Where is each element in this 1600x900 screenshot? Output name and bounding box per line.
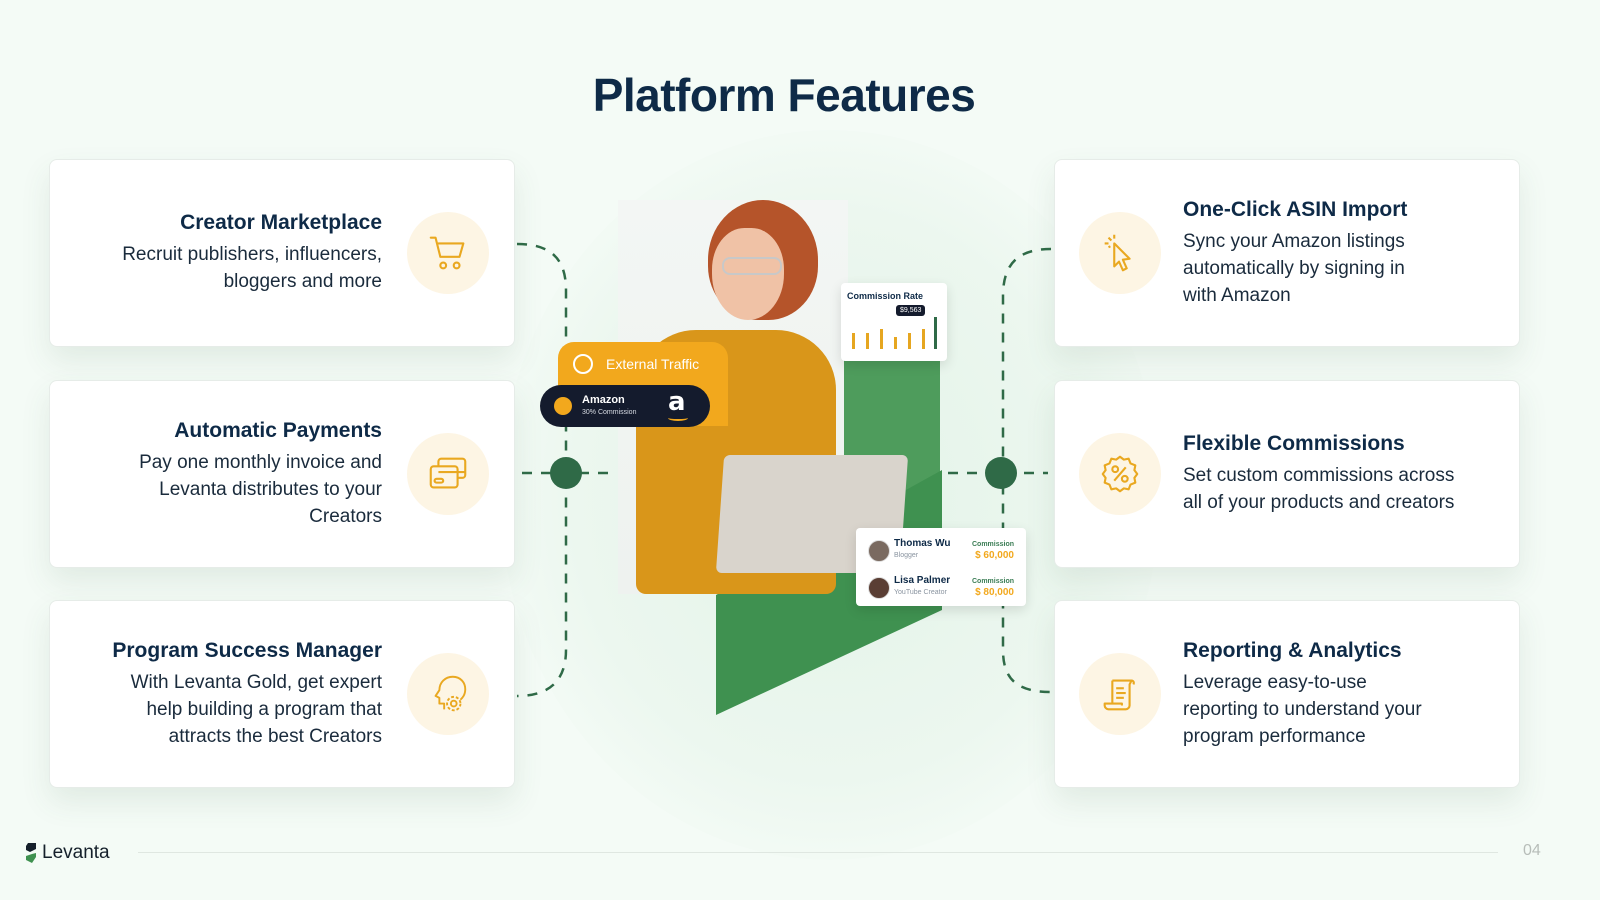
- creator-row: Lisa Palmer YouTube Creator Commission $…: [856, 567, 1026, 603]
- mini-bar: [866, 333, 869, 349]
- feature-card-creator-marketplace: Creator Marketplace Recruit publishers, …: [49, 159, 515, 347]
- percent-badge-icon: [1079, 433, 1161, 515]
- traffic-label: External Traffic: [606, 356, 700, 372]
- credit-cards-icon: [407, 433, 489, 515]
- creator-role: Blogger: [894, 552, 919, 559]
- commission-label: Commission: [971, 541, 1014, 548]
- commission-label: Commission: [971, 578, 1014, 585]
- feature-title: One-Click ASIN Import: [1183, 197, 1408, 221]
- cursor-click-icon: [1079, 212, 1161, 294]
- commission-amount: $ 60,000: [975, 550, 1014, 561]
- amazon-name: Amazon: [582, 394, 625, 406]
- avatar: [868, 577, 890, 599]
- amazon-logo-icon: a: [668, 387, 686, 417]
- commission-amount: $ 80,000: [975, 587, 1014, 598]
- feature-title: Creator Marketplace: [180, 211, 382, 234]
- feature-card-reporting-analytics: Reporting & Analytics Leverage easy-to-u…: [1054, 600, 1520, 788]
- levanta-logo: Levanta: [24, 842, 110, 864]
- shopping-cart-icon: [407, 212, 489, 294]
- person-glasses: [722, 257, 782, 275]
- feature-title: Program Success Manager: [112, 638, 382, 662]
- head-gear-icon: [407, 653, 489, 735]
- avatar: [868, 540, 890, 562]
- commission-rate-title: Commission Rate: [847, 291, 924, 301]
- feature-card-asin-import: One-Click ASIN Import Sync your Amazon l…: [1054, 159, 1520, 347]
- mini-bar: [880, 329, 883, 349]
- mini-bar: [852, 333, 855, 349]
- feature-title: Reporting & Analytics: [1183, 638, 1402, 662]
- footer-divider: [138, 852, 1498, 853]
- brand-name: Levanta: [42, 842, 110, 863]
- feature-title: Flexible Commissions: [1183, 432, 1405, 455]
- report-scroll-icon: [1079, 653, 1161, 735]
- mini-bar-highlight: [934, 317, 937, 349]
- feature-description: Recruit publishers, influencers,bloggers…: [122, 244, 382, 292]
- commission-rate-tooltip: $9,563: [896, 305, 926, 316]
- feature-card-automatic-payments: Automatic Payments Pay one monthly invoi…: [49, 380, 515, 568]
- creator-row: Thomas Wu Blogger Commission $ 60,000: [856, 530, 1026, 566]
- feature-card-flexible-commissions: Flexible Commissions Set custom commissi…: [1054, 380, 1520, 568]
- page-number: 04: [1523, 842, 1541, 859]
- commission-rate-card: Commission Rate $9,563: [841, 283, 947, 361]
- mini-bar: [894, 337, 897, 349]
- levanta-logo-icon: [26, 843, 36, 863]
- status-dot-icon: [554, 397, 572, 415]
- creator-commissions-card: Thomas Wu Blogger Commission $ 60,000 Li…: [856, 528, 1026, 606]
- amazon-commission-badge: Amazon 30% Commission a: [540, 385, 710, 427]
- amazon-commission: 30% Commission: [582, 409, 637, 416]
- page-title: Platform Features: [592, 69, 976, 121]
- creator-name: Lisa Palmer: [894, 575, 951, 586]
- mini-bar: [922, 329, 925, 349]
- connector-node-left: [550, 457, 582, 489]
- connector-node-right: [985, 457, 1017, 489]
- circle-icon: [573, 354, 593, 374]
- creator-name: Thomas Wu: [894, 538, 951, 549]
- amazon-smile-icon: [668, 415, 688, 421]
- feature-title: Automatic Payments: [174, 418, 382, 442]
- mini-bar: [908, 333, 911, 349]
- creator-role: YouTube Creator: [894, 589, 947, 596]
- feature-card-program-success-manager: Program Success Manager With Levanta Gol…: [49, 600, 515, 788]
